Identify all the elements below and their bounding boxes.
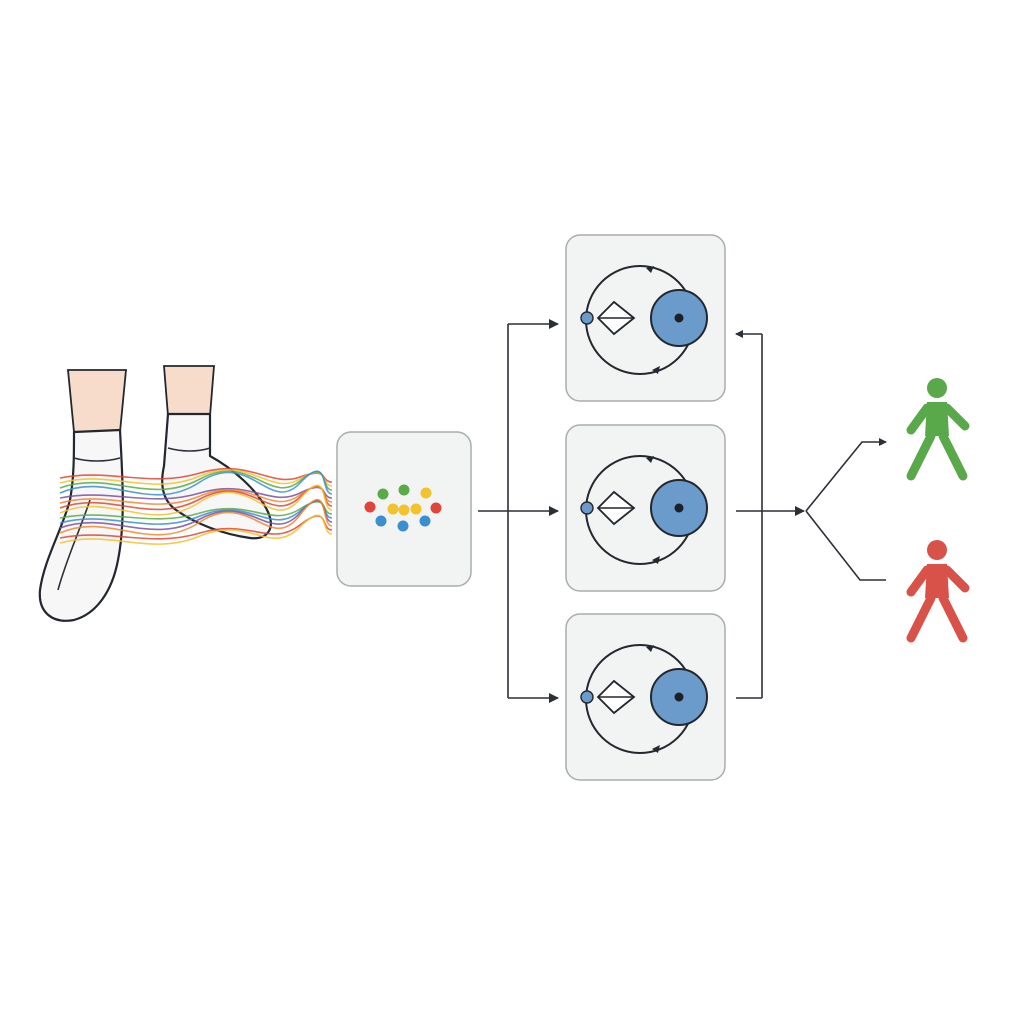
signal-wire	[59, 470, 333, 496]
model-nodes	[565, 234, 726, 781]
model-box	[565, 424, 726, 592]
sensor-signal-wires	[59, 467, 333, 545]
signal-wire	[59, 484, 333, 516]
sensor-dot	[430, 502, 442, 514]
person-arm-right	[942, 403, 970, 431]
walking-person-icon	[906, 540, 970, 643]
cycle-arrow-top	[646, 456, 654, 463]
cycle-arrow-top	[646, 266, 654, 273]
cycle-arrow-bottom	[652, 556, 660, 564]
model-cycle-icon	[580, 455, 708, 565]
model-node	[565, 613, 726, 781]
models-to-output-connector	[735, 330, 887, 699]
input-dot	[580, 311, 594, 325]
model-node	[565, 424, 726, 592]
model-box	[565, 613, 726, 781]
sensor-dot	[398, 504, 410, 516]
person-arm-left	[906, 403, 932, 435]
input-dot	[580, 690, 594, 704]
model-core-center	[674, 313, 684, 323]
left-sock-heel-line	[73, 457, 121, 462]
sensor-dot	[397, 520, 409, 532]
right-leg	[163, 365, 215, 417]
person-arm-right	[942, 565, 970, 593]
sensor-fusion-node	[336, 431, 472, 587]
sensor-dot	[377, 488, 389, 500]
person-leg-left	[906, 593, 936, 643]
walking-person-icon	[906, 378, 970, 481]
left-leg	[67, 369, 127, 433]
right-sock-heel-line	[167, 447, 211, 452]
left-sock-sole-line	[57, 499, 91, 591]
input-dot	[580, 501, 594, 515]
person-arm-left	[906, 565, 932, 597]
sensor-dot	[387, 503, 399, 515]
sensor-dot	[419, 515, 431, 527]
person-leg-right	[938, 431, 968, 481]
fusion-to-models-connector	[478, 319, 559, 703]
sensor-dot	[364, 501, 376, 513]
person-head	[927, 378, 947, 398]
model-core-center	[674, 692, 684, 702]
person-head	[927, 540, 947, 560]
smart-socks-icon	[38, 365, 272, 622]
model-cycle-icon	[580, 644, 708, 754]
sensor-dot	[420, 487, 432, 499]
model-core-center	[674, 503, 684, 513]
sensor-fusion-icon	[364, 484, 442, 532]
signal-wire	[59, 514, 333, 545]
person-torso	[925, 402, 949, 436]
model-cycle-icon	[580, 265, 708, 375]
model-box	[565, 234, 726, 402]
sensor-dot	[375, 515, 387, 527]
cycle-arrow-bottom	[652, 745, 660, 753]
branch-to-abnormal	[805, 510, 886, 581]
branch-to-normal	[805, 438, 887, 512]
person-leg-right	[938, 593, 968, 643]
sensor-dot	[398, 484, 410, 496]
signal-wire	[59, 498, 333, 536]
sensor-dot	[410, 503, 422, 515]
cycle-arrow-top	[646, 645, 654, 652]
model-node	[565, 234, 726, 402]
cycle-arrow-bottom	[652, 366, 660, 374]
person-torso	[925, 564, 949, 598]
person-leg-left	[906, 431, 936, 481]
